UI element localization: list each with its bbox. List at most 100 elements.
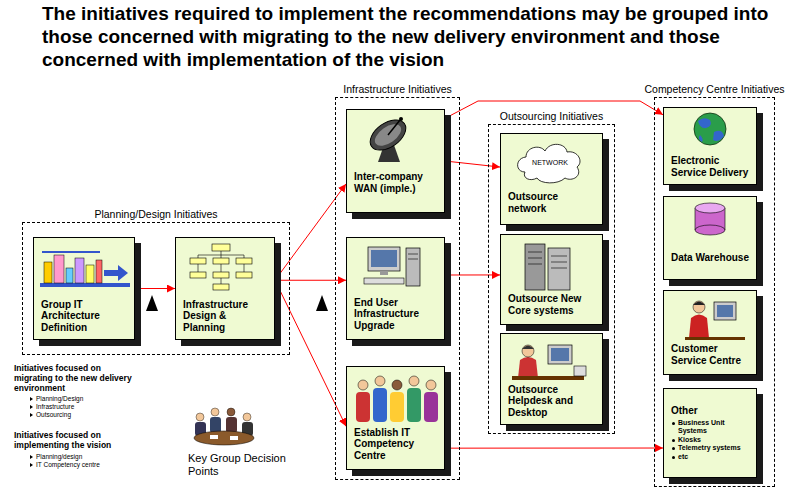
architecture-icon-part: [75, 258, 84, 283]
box-body: OtherBusiness Unit SystemsKiosksTelemetr…: [671, 405, 753, 461]
people-icon-part: [407, 388, 421, 422]
group-heading: Competency Centre Initiatives: [615, 83, 798, 96]
note-item-box: Planning/Design: [30, 395, 140, 403]
computer-icon-part: [406, 248, 420, 286]
meeting-icon-part: [243, 413, 251, 421]
customer-service-icon-part: [717, 305, 733, 317]
globe-icon-part: [694, 113, 726, 145]
bullet-item: Telemetry systems: [678, 444, 741, 451]
bullet-item: Business Unit Systems: [678, 419, 725, 435]
flowchart-icon-part: [212, 244, 230, 251]
flowchart-icon-part: [213, 284, 229, 290]
helpdesk-icon-part: [522, 345, 534, 357]
box-label: Data Warehouse: [671, 252, 753, 264]
initiative-box: Data Warehouse: [663, 196, 757, 280]
flow-arrow: [445, 448, 663, 449]
box-body: Outsource network: [508, 191, 599, 214]
customer-service-icon-part: [693, 301, 705, 313]
people-icon-part: [358, 380, 368, 390]
flowchart-icon-part: [221, 251, 222, 258]
bullet-item: etc: [678, 453, 688, 460]
initiative-box: OtherBusiness Unit SystemsKiosksTelemetr…: [663, 388, 757, 478]
initiative-box: Establish IT Competency Centre: [346, 366, 445, 470]
note-item-box: Infrastructure: [30, 403, 140, 411]
helpdesk-icon-part: [548, 345, 572, 364]
box-label: Outsource New Core systems: [508, 293, 599, 316]
satellite-dish-icon-part: [365, 114, 412, 157]
meeting-icon-part: [210, 417, 221, 433]
note-item: Planning/design: [36, 453, 82, 460]
flowchart-icon-part: [244, 255, 245, 258]
people-icon-part: [390, 392, 404, 422]
note-heading-box: Initiatives focused on implementing the …: [14, 430, 132, 450]
customer-service-icon-part: [693, 302, 705, 306]
flowchart-icon-part: [221, 278, 222, 284]
meeting-icon-part: [227, 408, 235, 416]
server-icon-part: [525, 244, 545, 290]
bullet-triangle: [30, 463, 33, 467]
meeting-icon-part: [210, 435, 218, 439]
initiative-group: Outsource networkOutsource New Core syst…: [488, 124, 615, 434]
architecture-icon-part: [44, 262, 52, 283]
note-heading: Initiatives focused on migrating to the …: [14, 363, 132, 393]
computer-icon-part: [380, 271, 388, 275]
flowchart-icon-part: [213, 272, 229, 278]
server-icon-part: [551, 268, 567, 269]
computer-icon-part: [408, 254, 418, 255]
helpdesk-icon-part: [518, 357, 538, 378]
globe-icon-part: [699, 135, 703, 142]
database-icon: [695, 203, 725, 235]
satellite-dish-icon-part: [399, 117, 403, 121]
computer-icon-part: [371, 250, 397, 267]
architecture-icon-part: [96, 260, 102, 283]
box-label: Infrastructure Design & Planning: [183, 299, 271, 334]
server-icon-part: [548, 248, 570, 290]
globe-icon-part: [713, 131, 724, 141]
box-label: Customer Service Centre: [671, 343, 753, 366]
decision-key-label: Key Group Decision Points: [188, 452, 286, 477]
people-icon-part: [409, 376, 419, 386]
box-body: End User Infrastructure Upgrade: [354, 297, 441, 332]
meeting-icon-part: [230, 436, 238, 440]
architecture-icon-part: [42, 251, 100, 253]
bullet-triangle: [30, 397, 33, 401]
people-icon-part: [424, 392, 438, 422]
database-icon-part: [695, 203, 725, 213]
globe-icon-part: [698, 118, 711, 128]
note-item: Infrastructure: [36, 403, 74, 410]
box-label: Outsource network: [508, 191, 599, 214]
bullet-triangle: [30, 413, 33, 417]
helpdesk-icon-part: [522, 346, 534, 350]
diagram-title: The initiatives required to implement th…: [42, 2, 790, 71]
note-item-box: IT Competency centre: [30, 461, 140, 469]
note-heading-box: Initiatives focused on migrating to the …: [14, 363, 132, 393]
group-heading: Infrastructure Initiatives: [296, 83, 499, 96]
initiative-box: Outsource New Core systems: [500, 234, 603, 325]
initiative-box: Outsource network: [500, 133, 603, 225]
box-body: Electronic Service Delivery: [671, 155, 753, 178]
helpdesk-icon-part: [574, 366, 586, 376]
flowchart-icon-part: [221, 264, 222, 272]
architecture-icon-part: [54, 255, 64, 283]
note-item-box: Planning/design: [30, 453, 140, 461]
decision-triangle: [146, 295, 328, 311]
server-icon-part: [528, 264, 542, 265]
note-item: Outsourcing: [36, 411, 71, 418]
meeting-icon-part: [196, 413, 204, 421]
flowchart-icon-part: [244, 264, 245, 272]
cloud-label: NETWORK: [532, 159, 568, 166]
database-icon-part: [725, 208, 726, 230]
satellite-dish-icon: [365, 114, 412, 162]
box-label: Group IT Architecture Definition: [41, 299, 131, 334]
architecture-icon-part: [86, 265, 94, 283]
bullet-row: etc: [671, 453, 753, 462]
box-body: Outsource Helpdesk and Desktop: [508, 384, 599, 419]
note-heading: Initiatives focused on implementing the …: [14, 430, 111, 450]
globe-icon: [694, 113, 726, 145]
bullet-row: Business Unit Systems: [671, 419, 753, 436]
flowchart-icon-part: [190, 258, 206, 264]
flowchart-icon-part: [198, 255, 199, 258]
flowchart-icon-part: [213, 258, 229, 264]
